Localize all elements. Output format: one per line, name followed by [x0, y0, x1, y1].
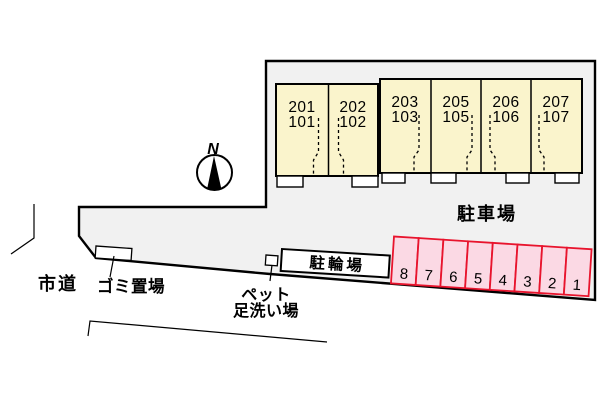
south-road-line [87, 320, 328, 343]
porch-step [276, 175, 304, 188]
unit-number-lower: 105 [442, 109, 469, 126]
parking-space-number: 7 [424, 267, 433, 285]
bicycle-parking-outline [279, 247, 391, 279]
porch-step [381, 172, 406, 184]
pet-wash-label-line1: ペット [241, 287, 291, 304]
garbage-area-label: ゴミ置場 [97, 276, 165, 296]
parking-space-number: 6 [449, 269, 458, 287]
city-road-line [10, 204, 35, 255]
parking-space-number: 8 [399, 265, 408, 283]
compass-label: N [207, 141, 219, 158]
parking-space-cell [562, 246, 593, 298]
unit-number-lower: 107 [542, 109, 569, 126]
porch-step [554, 172, 580, 184]
pet-wash-leader-line [269, 264, 273, 282]
unit-number-lower: 106 [492, 109, 519, 126]
building-left-block: 201 101 202 102 [275, 83, 379, 188]
porch-step [351, 175, 379, 188]
parking-space-number: 1 [572, 277, 581, 295]
unit-number-upper: 202 [339, 99, 366, 116]
north-needle-icon [207, 156, 222, 190]
porch-step [430, 172, 457, 184]
unit-number-upper: 206 [492, 94, 519, 111]
unit-number-lower: 103 [391, 109, 418, 126]
building-right-block: 203 103 205 105 206 106 207 107 [379, 78, 583, 184]
unit-number-upper: 201 [288, 99, 315, 116]
pet-wash-box [264, 254, 279, 267]
parking-space-number: 3 [523, 273, 532, 291]
unit-number-upper: 205 [442, 94, 469, 111]
bicycle-parking-label: 駐輪場 [309, 253, 366, 275]
pet-wash-label-line2: 足洗い場 [233, 301, 299, 320]
garbage-leader-line [109, 255, 115, 278]
entry-path-dashed [337, 118, 345, 175]
porch-step [505, 172, 530, 184]
parking-space-number: 4 [498, 272, 507, 290]
unit-number-lower: 102 [339, 114, 366, 131]
parking-spaces-strip: 8 7 6 5 4 3 2 1 [390, 235, 593, 298]
parking-lot-label: 駐車場 [457, 203, 517, 224]
bicycle-parking-box: 駐輪場 [279, 247, 391, 279]
entry-path-dashed [312, 118, 320, 175]
unit-number-lower: 101 [288, 114, 315, 131]
pet-wash-outline [264, 254, 279, 267]
building-left-outline [275, 83, 379, 177]
parking-space-number: 5 [473, 270, 482, 288]
parking-space-number: 2 [547, 275, 556, 293]
north-compass: N [196, 141, 233, 191]
unit-number-upper: 203 [391, 94, 418, 111]
city-road-label: 市道 [38, 273, 78, 294]
unit-number-upper: 207 [542, 94, 569, 111]
